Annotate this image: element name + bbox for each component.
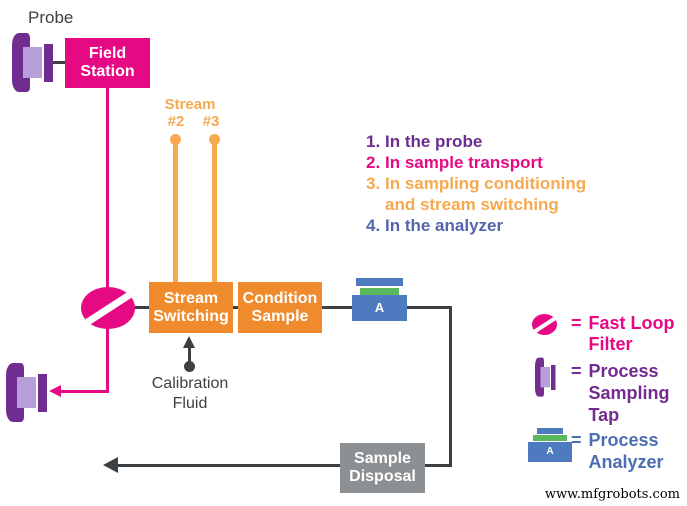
- legend-label: Process Analyzer: [588, 430, 664, 472]
- condition-sample-label: Condition Sample: [242, 289, 318, 325]
- fast-loop-filter-icon: [532, 314, 557, 335]
- stream-2-label: #2: [167, 113, 185, 130]
- fast-loop-filter-icon: [81, 287, 135, 329]
- legend-label: Process Sampling Tap: [588, 361, 670, 425]
- stream-2-line: [173, 140, 178, 282]
- list-item-text: In sampling conditioning and stream swit…: [385, 174, 587, 214]
- condition-sample-box: Condition Sample: [238, 282, 322, 333]
- calibration-line-cap: [184, 361, 195, 372]
- tap-window-shape: [23, 47, 42, 78]
- analyzer-top-bar: [537, 428, 563, 434]
- legend-label: Fast Loop Filter: [588, 313, 675, 354]
- analyzer-green-bar: [533, 435, 567, 441]
- list-item: 3. In sampling conditioning and stream s…: [366, 173, 586, 215]
- process-sampling-tap-top-icon: [12, 32, 53, 93]
- calibration-fluid-label: Calibration Fluid: [151, 375, 229, 412]
- list-item: 1. In the probe: [366, 131, 586, 152]
- tap-stem-shape: [551, 364, 556, 390]
- list-item-number: 3.: [366, 174, 381, 193]
- equals-sign: =: [571, 361, 582, 381]
- tap-window-shape: [540, 366, 550, 388]
- list-item-text: In the probe: [385, 132, 483, 151]
- sample-disposal-label: Sample Disposal: [349, 450, 416, 485]
- list-item-number: 4.: [366, 216, 381, 235]
- stream-2-line-cap: [170, 134, 181, 145]
- sample-transport-line-vertical: [106, 86, 109, 393]
- disposal-outlet-arrowhead: [103, 457, 118, 473]
- tap-window-shape: [17, 377, 36, 408]
- list-item-number: 1.: [366, 132, 381, 151]
- probe-label: Probe: [28, 8, 74, 27]
- tap-pipe-shape: [535, 357, 544, 397]
- equals-sign: =: [571, 430, 582, 450]
- list-item-text: In sample transport: [385, 153, 543, 172]
- stream-switching-label: Stream Switching: [153, 289, 229, 325]
- tap-stem-shape: [44, 44, 53, 82]
- stream-switching-box: Stream Switching: [149, 282, 233, 333]
- calibration-arrowhead: [183, 336, 195, 348]
- stream-3-label: #3: [202, 113, 220, 130]
- calibration-line: [188, 347, 191, 366]
- field-station-box: Field Station: [65, 38, 150, 88]
- process-sampling-tap-bottom-icon: [6, 362, 47, 423]
- equals-sign: =: [571, 313, 582, 333]
- sample-return-arrowhead: [49, 385, 61, 397]
- process-sampling-tap-icon: [535, 357, 556, 397]
- analyzer-to-disposal-line: [449, 306, 452, 467]
- watermark-text: www.mfgrobots.com: [544, 487, 680, 502]
- field-station-label: Field Station: [80, 45, 135, 80]
- process-analyzer-icon: A: [352, 278, 407, 321]
- list-item-number: 2.: [366, 153, 381, 172]
- stream-3-line: [212, 140, 217, 282]
- analyzer-body: A: [528, 442, 572, 462]
- stream-label: Stream: [164, 96, 216, 113]
- sample-disposal-box: Sample Disposal: [340, 443, 425, 493]
- legend-item-process-analyzer: = Process Analyzer: [571, 429, 664, 473]
- tap-stem-shape: [38, 374, 47, 412]
- list-item: 2. In sample transport: [366, 152, 586, 173]
- disposal-outlet-line: [117, 464, 452, 467]
- legend-item-fast-loop-filter: = Fast Loop Filter: [571, 313, 675, 355]
- stream-3-line-cap: [209, 134, 220, 145]
- list-item: 4. In the analyzer: [366, 215, 586, 236]
- failure-points-list: 1. In the probe 2. In sample transport 3…: [366, 131, 586, 236]
- analyzer-top-bar: [356, 278, 403, 286]
- probe-to-field-station-line: [52, 61, 66, 64]
- analyzer-body: A: [352, 295, 407, 321]
- list-item-text: In the analyzer: [385, 216, 504, 235]
- process-analyzer-icon: A: [528, 428, 572, 462]
- analyzer-green-bar: [360, 288, 399, 295]
- sample-return-line: [60, 390, 107, 393]
- legend-item-process-sampling-tap: = Process Sampling Tap: [571, 360, 670, 426]
